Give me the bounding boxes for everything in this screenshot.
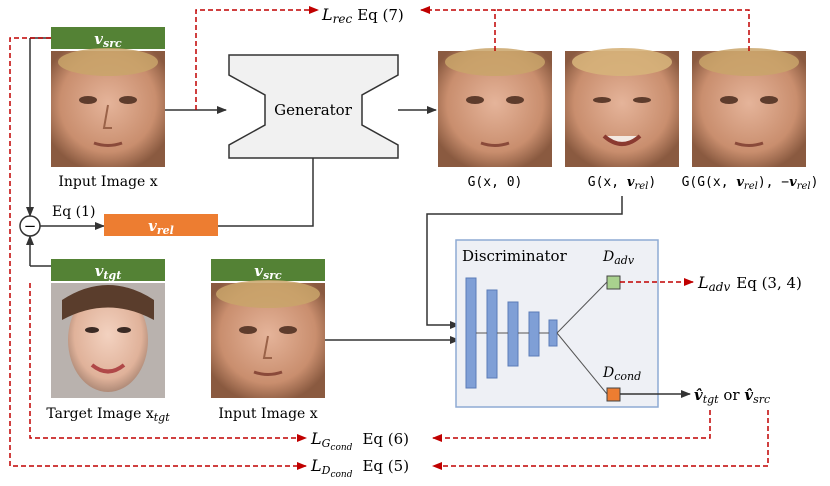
v-rel-label: vrel <box>148 217 174 237</box>
disc-layer-2 <box>486 289 498 379</box>
generated-face-cycle <box>692 48 806 167</box>
vhat-output-label: v̂tgt or v̂src <box>694 386 770 406</box>
disc-layer-5 <box>548 319 558 347</box>
v-src-label-box-2 <box>211 259 325 281</box>
input-face-photo-2 <box>211 280 325 398</box>
g-xvrel-caption: G(x, vrel) <box>588 175 656 192</box>
discriminator-layers <box>465 277 558 389</box>
discriminator-label: Discriminator <box>462 247 568 265</box>
generated-face-g-x0 <box>438 48 552 167</box>
g-x0-caption: G(x, 0) <box>468 175 523 190</box>
target-image-caption: Target Image xtgt <box>46 406 170 424</box>
d-adv-label: Dadv <box>602 249 635 267</box>
v-tgt-label: vtgt <box>95 262 122 282</box>
v-src-label: vsrc <box>94 30 122 50</box>
v-src-label-box <box>51 27 165 49</box>
v-src-label-2: vsrc <box>254 262 282 282</box>
subtract-symbol: − <box>24 217 37 235</box>
d-cond-label: Dcond <box>602 365 641 383</box>
disc-layer-4 <box>528 311 540 357</box>
v-rel-box <box>104 214 218 236</box>
v-tgt-label-box <box>51 259 165 281</box>
disc-layer-3 <box>507 301 519 367</box>
eq1-label: Eq (1) <box>52 204 95 220</box>
g-cycle-caption: G(G(x, vrel), −vrel) <box>682 175 819 192</box>
generator-label: Generator <box>274 101 353 119</box>
generated-face-g-xvrel <box>565 48 679 167</box>
d-cond-node <box>606 387 621 402</box>
input-image-caption: Input Image x <box>58 174 157 190</box>
disc-layer-1 <box>465 277 477 389</box>
input-face-photo <box>51 48 165 167</box>
input-image-caption-2: Input Image x <box>218 406 317 422</box>
generator-block <box>228 54 399 159</box>
d-adv-node <box>606 275 621 290</box>
target-face-photo <box>51 283 165 398</box>
